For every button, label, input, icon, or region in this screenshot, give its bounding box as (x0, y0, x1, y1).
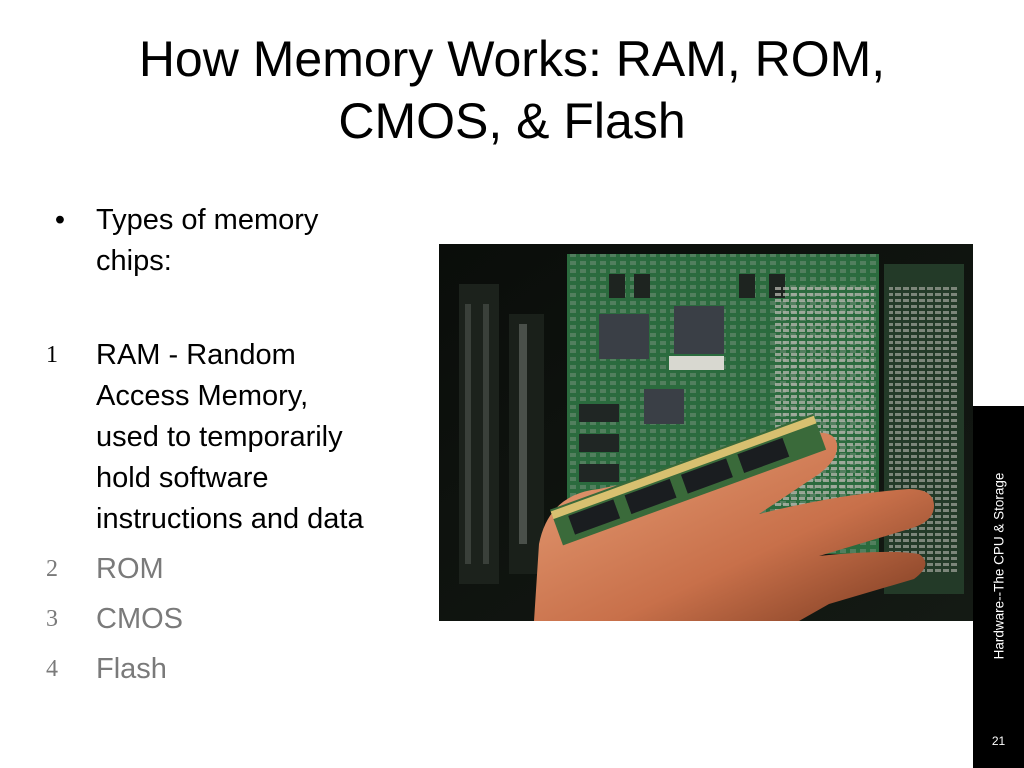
list-text-line: instructions and data (96, 503, 364, 535)
memory-module-photo (439, 244, 973, 621)
bullet-text-line: chips: (96, 245, 172, 277)
list-number: 2 (46, 556, 58, 582)
bullet-text-line: Types of memory (96, 204, 319, 236)
slide-title-line-2: CMOS, & Flash (338, 93, 686, 149)
page-number: 21 (991, 734, 1006, 748)
list-text-line: hold software (96, 462, 269, 494)
list-item-ram: 1 RAM - Random Access Memory, used to te… (40, 335, 430, 540)
list-item-rom: 2 ROM (40, 549, 430, 590)
slide-title: How Memory Works: RAM, ROM, CMOS, & Flas… (30, 28, 994, 152)
list-text-line: RAM - Random (96, 339, 296, 371)
list-number: 1 (46, 342, 58, 368)
motherboard-illustration (439, 244, 973, 621)
list-number: 4 (46, 656, 58, 682)
bullet-types-of-memory: • Types of memory chips: (40, 200, 430, 282)
list-text-line: used to temporarily (96, 421, 343, 453)
sidebar-band (973, 406, 1024, 768)
slide-title-line-1: How Memory Works: RAM, ROM, (138, 31, 886, 87)
list-text-line: Access Memory, (96, 380, 309, 412)
list-text: Flash (96, 653, 167, 685)
sidebar-label: Hardware--The CPU & Storage (991, 472, 1007, 660)
list-item-flash: 4 Flash (40, 649, 430, 690)
list-text: ROM (96, 553, 164, 585)
bullet-marker: • (54, 204, 66, 236)
list-text: CMOS (96, 603, 183, 635)
list-number: 3 (46, 606, 58, 632)
list-item-cmos: 3 CMOS (40, 599, 430, 640)
bullet-list: • Types of memory chips: 1 RAM - Random … (40, 200, 430, 690)
